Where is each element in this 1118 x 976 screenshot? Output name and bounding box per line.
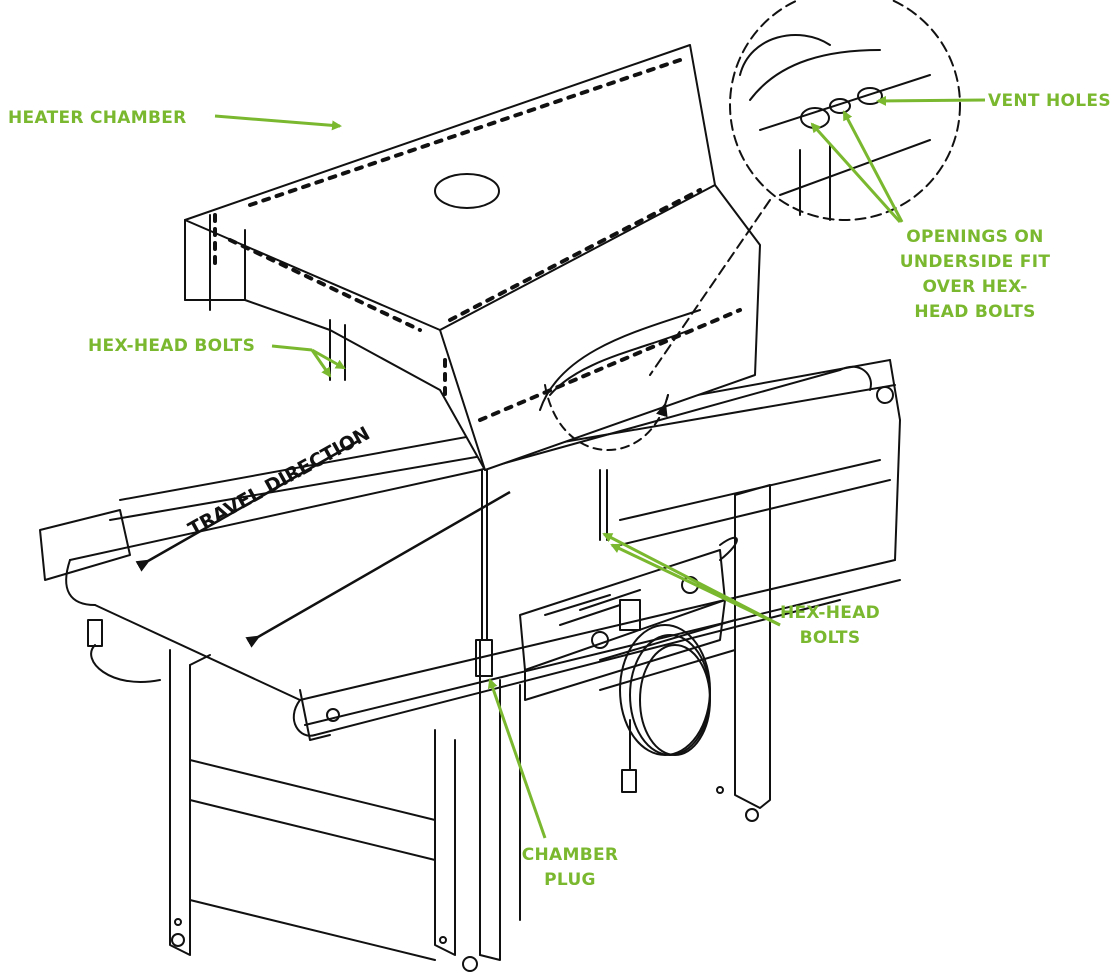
brand-plate (539, 309, 701, 411)
label-line: CHAMBER (521, 845, 619, 865)
label-line: OVER HEX- (922, 277, 1028, 297)
left-power-cord (87, 619, 161, 683)
left-leg-frame (169, 649, 456, 961)
label-text: VENT HOLES (988, 91, 1111, 111)
leader-hex1-b (310, 349, 332, 378)
right-leg-frame (462, 484, 771, 972)
leader-openings-1 (810, 122, 902, 224)
zoom-detail-circle (649, 0, 961, 376)
label-hex-head-bolts-right: HEX-HEAD BOLTS (760, 601, 900, 651)
label-openings-underside: OPENINGS ON UNDERSIDE FIT OVER HEX- HEAD… (870, 225, 1080, 325)
leader-openings-2 (842, 110, 904, 223)
label-heater-chamber: HEATER CHAMBER (8, 106, 187, 131)
leader-heater-chamber (214, 114, 342, 131)
label-hex-head-bolts-left: HEX-HEAD BOLTS (88, 334, 255, 359)
leader-hex1-c (311, 348, 346, 370)
leader-hex2-b (610, 543, 781, 627)
label-line: BOLTS (799, 628, 861, 648)
coiled-power-cord (619, 536, 738, 793)
travel-direction-arrows (135, 438, 511, 648)
label-text: HEATER CHAMBER (8, 108, 187, 128)
label-line: OPENINGS ON (906, 227, 1044, 247)
label-line: HEAD BOLTS (914, 302, 1036, 322)
conveyor-belt (65, 365, 872, 737)
leader-hex1-a (271, 344, 313, 352)
rotation-indicator (544, 384, 669, 451)
label-text: HEX-HEAD BOLTS (88, 336, 256, 356)
zoom-detail-contents (739, 34, 931, 221)
leader-chamber-plug (487, 678, 547, 839)
label-chamber-plug: CHAMBER PLUG (505, 843, 635, 893)
label-line: PLUG (544, 870, 596, 890)
label-line: UNDERSIDE FIT (899, 252, 1051, 272)
callout-leaders (214, 95, 986, 839)
label-vent-holes: VENT HOLES (988, 89, 1111, 114)
leader-vent-holes (876, 95, 986, 106)
chamber-plug-cord (475, 469, 608, 677)
label-line: HEX-HEAD (779, 603, 881, 623)
vent-hole-rows (213, 58, 742, 422)
